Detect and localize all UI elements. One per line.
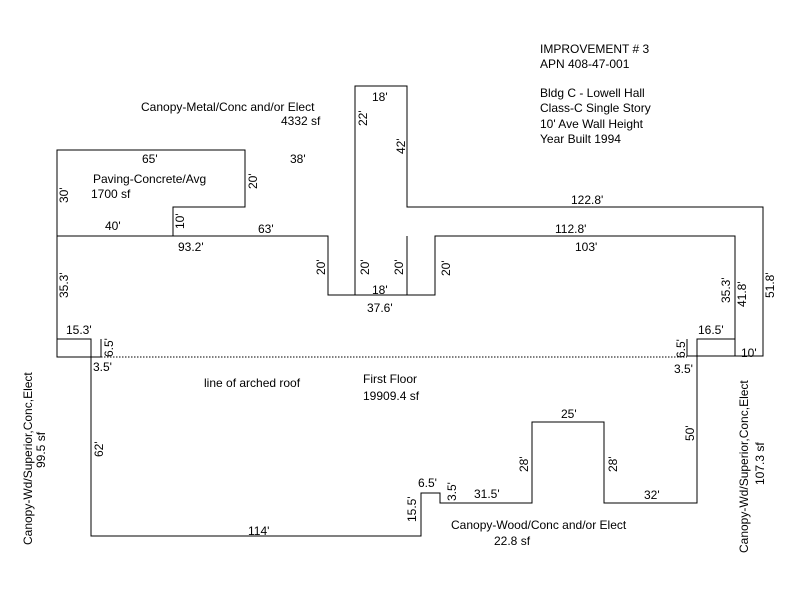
dim-label: 25' (561, 407, 577, 421)
paving-area: 1700 sf (91, 187, 131, 201)
dim-label: 50' (683, 425, 697, 441)
dim-label: 40' (105, 219, 121, 233)
canopy-wood-label: Canopy-Wood/Conc and/or Elect (451, 518, 627, 532)
dim-label: 112.8' (555, 222, 586, 236)
dim-label: 42' (394, 138, 408, 154)
dim-label: 114' (248, 524, 269, 538)
dim-label: 18' (372, 90, 388, 104)
dim-label: 10' (741, 346, 757, 360)
dim-label: 10' (173, 213, 187, 229)
info-class: Class-C Single Story (540, 101, 651, 115)
info-building: Bldg C - Lowell Hall (540, 86, 645, 100)
dim-label: 6.5' (102, 338, 116, 357)
dim-label: 122.8' (571, 193, 603, 207)
dim-label: 62' (92, 441, 106, 457)
dim-label: 37.6' (367, 301, 393, 315)
dim-label: 32' (644, 488, 660, 502)
dim-label: 41.8' (735, 281, 749, 307)
first-floor-label: First Floor (363, 372, 417, 386)
canopy-metal-label: Canopy-Metal/Conc and/or Elect (141, 100, 315, 114)
dim-label: 35.3' (57, 272, 71, 298)
dim-label: 38' (290, 152, 306, 166)
dim-label: 103' (575, 240, 597, 254)
dim-label: 3.5' (93, 360, 112, 374)
arched-roof-note: line of arched roof (204, 376, 301, 390)
canopy-left-area: 99.5 sf (34, 431, 48, 468)
dim-label: 20' (314, 259, 328, 275)
dim-label: 15.5' (405, 496, 419, 522)
info-improvement: IMPROVEMENT # 3 (540, 42, 649, 56)
canopy-metal-outline (354, 85, 764, 357)
dim-label: 20' (392, 259, 406, 275)
dim-label: 3.5' (445, 482, 459, 501)
dim-label: 6.5' (418, 476, 437, 490)
dim-label: 20' (439, 260, 453, 276)
canopy-left-outline (56, 339, 102, 358)
dim-label: 16.5' (698, 323, 724, 337)
dim-label: 22' (356, 110, 370, 126)
info-block: IMPROVEMENT # 3 APN 408-47-001 Bldg C - … (540, 42, 651, 146)
dim-label: 15.3' (66, 323, 92, 337)
dim-label: 18' (372, 283, 388, 297)
dim-label: 20' (246, 173, 260, 189)
canopy-metal-area: 4332 sf (281, 114, 321, 128)
dim-label: 6.5' (674, 339, 688, 358)
dim-label: 28' (517, 456, 531, 472)
info-year-built: Year Built 1994 (540, 132, 621, 146)
paving-outline (56, 149, 246, 236)
dim-label: 31.5' (474, 487, 500, 501)
first-floor-outline (56, 235, 736, 537)
canopy-right-label: Canopy-Wd/Superior,Conc,Elect (737, 380, 751, 553)
dim-label: 65' (142, 152, 158, 166)
dim-label: 3.5' (674, 362, 693, 376)
canopy-right-outline (686, 339, 736, 357)
paving-label: Paving-Concrete/Avg (93, 172, 206, 186)
canopy-wood-area: 22.8 sf (494, 534, 531, 548)
dim-label: 63' (258, 222, 274, 236)
dim-label: 30' (57, 187, 71, 203)
canopy-left-label: Canopy-Wd/Superior,Conc,Elect (21, 372, 35, 545)
dim-label: 51.8' (763, 272, 777, 298)
dim-label: 20' (358, 259, 372, 275)
dim-label: 35.3' (719, 277, 733, 303)
first-floor-area: 19909.4 sf (363, 389, 420, 403)
info-wall-height: 10' Ave Wall Height (540, 117, 644, 131)
dim-label: 93.2' (178, 240, 204, 254)
info-apn: APN 408-47-001 (540, 57, 630, 71)
canopy-right-area: 107.3 sf (753, 442, 767, 485)
dim-label: 28' (606, 456, 620, 472)
